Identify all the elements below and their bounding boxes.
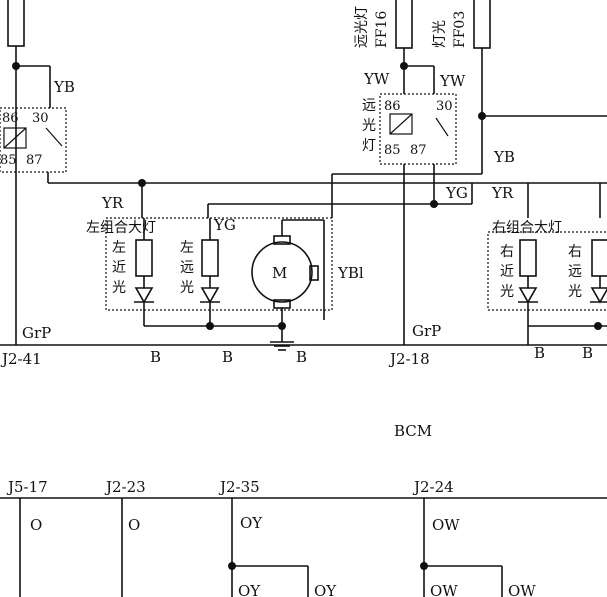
high-beam-fuse: 远光灯 FF16 [354,0,413,66]
right-low-beam-3: 光 [500,284,514,300]
right-high-beam-2: 远 [568,264,582,280]
high-beam-fuse-code: FF16 [374,11,390,48]
wire-yg-mid: YG [445,184,468,202]
wire-ow-bottom-b: OW [508,582,536,597]
left-high-beam-3: 光 [180,280,194,296]
left-leveling-motor-label: M [272,264,287,282]
right-high-beam-1: 右 [568,244,582,260]
wire-b-1: B [150,348,161,366]
wire-yr-mid: YR [491,184,514,202]
high-beam-relay-wire-2: YW [439,72,466,90]
bcm-pin-j2-23: J2-23 [104,478,146,496]
left-relay-pin-30: 30 [32,111,49,126]
high-beam-relay-pin-87: 87 [410,143,427,158]
high-beam-relay: YW YW 远 光 灯 86 30 85 87 [362,62,466,345]
wire-oy-top: OY [240,514,263,532]
left-headlamp-title: 左组合大灯 [86,220,156,236]
left-low-beam-1: 左 [112,240,126,256]
high-beam-relay-name-2: 光 [362,118,376,134]
left-relay-pin-87: 87 [26,153,43,168]
wire-ow-bottom-a: OW [430,582,458,597]
bcm-pin-j2-41: J2-41 [0,350,42,368]
left-relay-pin-85: 85 [0,153,17,168]
right-headlamp: 右组合大灯 右 近 光 右 远 光 [487,220,607,345]
left-relay: YB 86 30 85 87 [0,62,75,345]
left-low-beam-2: 近 [112,260,126,276]
light-fuse-name: 灯光 [432,20,448,48]
right-low-beam-2: 近 [500,264,514,280]
wire-oy-bottom-b: OY [314,582,337,597]
right-high-beam-3: 光 [568,284,582,300]
high-beam-fuse-name: 远光灯 [354,6,370,48]
right-headlamp-title: 右组合大灯 [492,220,562,236]
wire-grp-mid: GrP [412,322,441,340]
wire-yg-left: YG [213,216,236,234]
left-low-beam-3: 光 [112,280,126,296]
bcm-pin-j2-24: J2-24 [412,478,454,496]
wire-yr-left: YR [101,194,124,212]
wire-b-2: B [222,348,233,366]
wire-ybl: YBl [337,264,364,282]
bcm-pin-j5-17: J5-17 [6,478,48,496]
bcm-pin-j2-18: J2-18 [388,350,430,368]
left-high-beam-1: 左 [180,240,194,256]
wire-ow-top: OW [432,516,460,534]
left-high-beam-2: 远 [180,260,194,276]
high-beam-relay-pin-86: 86 [384,99,401,114]
wire-grp-left: GrP [22,324,51,342]
wire-b-5: B [582,344,593,362]
high-beam-relay-wire-1: YW [363,70,390,88]
light-fuse-code: FF03 [452,11,468,48]
left-relay-pin-86: 86 [2,111,19,126]
left-relay-wire-label: YB [53,78,75,96]
bcm-output-wires: O O OY OY OY OW OW OW [19,498,536,597]
high-beam-relay-pin-85: 85 [384,143,401,158]
bcm-pin-j2-35: J2-35 [218,478,260,496]
high-beam-relay-pin-30: 30 [436,99,453,114]
bcm-name: BCM [394,422,432,440]
distribution-wires: YR YB YG YG YR GrP GrP B B B B B [0,112,607,366]
left-headlamp: 左组合大灯 左 近 光 左 远 光 M YBl [86,217,364,330]
wire-b-3: B [296,348,307,366]
wire-o-2: O [128,516,140,534]
right-low-beam-1: 右 [500,244,514,260]
light-fuse: 灯光 FF03 [432,0,491,116]
high-beam-relay-name-3: 灯 [362,138,376,154]
wire-oy-bottom-a: OY [238,582,261,597]
bcm-module: J2-41 J2-18 BCM J5-17 J2-23 J2-35 J2-24 [0,350,607,499]
wire-o-1: O [30,516,42,534]
wire-yb-right: YB [493,148,515,166]
left-fuse [7,0,25,66]
wire-b-4: B [534,344,545,362]
high-beam-relay-name-1: 远 [362,98,376,114]
